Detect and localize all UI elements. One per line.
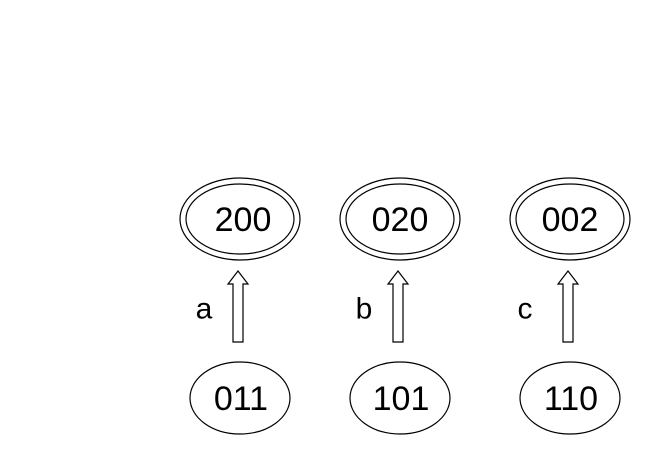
source-state-110: 110 bbox=[519, 361, 621, 435]
state-label: 011 bbox=[214, 380, 268, 418]
state-inner-ring bbox=[185, 183, 295, 255]
state-ring bbox=[189, 361, 291, 435]
hollow-up-arrow bbox=[226, 270, 250, 343]
state-label: 110 bbox=[544, 380, 598, 418]
state-label: 020 bbox=[372, 201, 429, 239]
source-state-011: 011 bbox=[189, 361, 291, 435]
state-label: 200 bbox=[215, 201, 272, 239]
state-ring bbox=[349, 361, 451, 435]
transition-a: a bbox=[196, 270, 250, 343]
state-label: 002 bbox=[542, 201, 599, 239]
transition-label: c bbox=[518, 293, 533, 326]
state-ring bbox=[519, 361, 621, 435]
source-state-101: 101 bbox=[349, 361, 451, 435]
state-label: 101 bbox=[373, 380, 430, 418]
transition-label: a bbox=[196, 293, 213, 326]
transition-c: c bbox=[518, 270, 580, 343]
transition-label: b bbox=[356, 293, 373, 326]
accepting-state-020: 020 bbox=[339, 177, 461, 261]
accepting-state-002: 002 bbox=[509, 177, 631, 261]
transition-b: b bbox=[356, 270, 410, 343]
state-inner-ring bbox=[345, 183, 455, 255]
hollow-up-arrow bbox=[556, 270, 580, 343]
accepting-state-200: 200 bbox=[179, 177, 301, 261]
state-inner-ring bbox=[515, 183, 625, 255]
hollow-up-arrow bbox=[386, 270, 410, 343]
